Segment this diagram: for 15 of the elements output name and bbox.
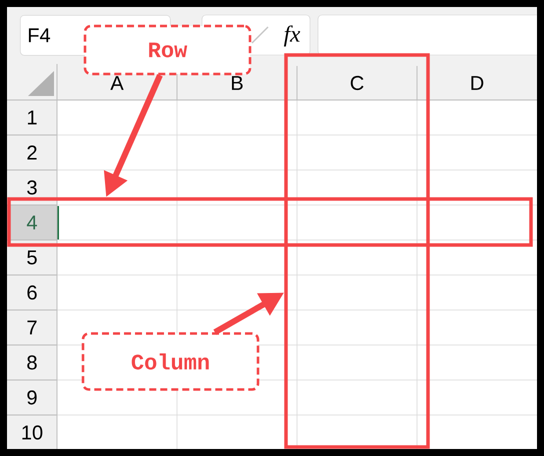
row-header: 7 [7,310,57,345]
callout-box: Row [84,24,252,76]
column-letter: C [350,76,364,90]
row-header: 1 [7,100,57,135]
row-header: 2 [7,135,57,170]
row-header: 9 [7,380,57,415]
callout-box: Column [82,332,260,391]
row-header: 10 [7,415,57,450]
row-header: 8 [7,345,57,380]
column-highlight [284,53,430,449]
column-letter: B [232,76,243,90]
column-letter: D [471,76,484,90]
row-highlight [7,197,533,247]
row-header: 6 [7,275,57,310]
function-label: fx [284,25,300,47]
